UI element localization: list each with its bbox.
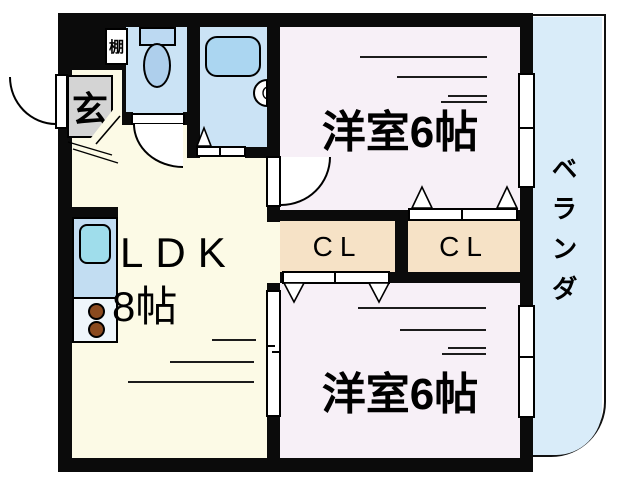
- closet-left-track-tick: [334, 271, 336, 284]
- bathtub-icon: [205, 36, 261, 77]
- sliding-door-tick: [272, 351, 280, 353]
- decor-line: [400, 329, 486, 331]
- bath-door-track: [196, 146, 246, 157]
- wall-toilet-jamb-left: [122, 112, 133, 125]
- wall-central-upper: [267, 13, 280, 158]
- window-bottom-tick: [518, 356, 535, 358]
- bedroom-top-label: 洋室6帖: [321, 108, 479, 157]
- wall-top: [58, 13, 533, 27]
- wall-genkan-south: [58, 207, 118, 217]
- stove-burner-icon: [88, 321, 105, 338]
- veranda: [533, 17, 602, 455]
- window-bottom: [518, 305, 535, 418]
- decor-line: [448, 95, 487, 97]
- wall-toilet-left: [122, 27, 126, 117]
- bedroom-bottom-label: 洋室6帖: [321, 370, 479, 419]
- veranda-label: ベランダ: [548, 155, 578, 315]
- wall-closet-divider: [395, 221, 408, 272]
- shelf-label: 棚: [108, 39, 124, 56]
- shelf-box: 棚: [105, 28, 128, 65]
- wall-central-mid: [267, 206, 280, 222]
- decor-line: [441, 101, 487, 103]
- wall-central-lower-b: [267, 417, 280, 458]
- ldk-size-label: 8帖: [112, 282, 178, 330]
- decor-line: [212, 339, 256, 341]
- entrance-door-swing-icon: [9, 77, 56, 125]
- closet-right-track-tick: [461, 208, 463, 221]
- wall-closet-bottom: [280, 272, 520, 283]
- decor-line: [360, 56, 487, 58]
- window-top-tick: [518, 127, 535, 129]
- wall-toilet-bath-divider: [187, 13, 200, 158]
- closet-right: CL: [408, 221, 520, 272]
- decor-line: [442, 353, 486, 355]
- stove-burner-icon: [88, 303, 105, 320]
- wall-toilet-jamb-right: [183, 112, 187, 125]
- window-top: [518, 73, 535, 188]
- decor-line: [128, 381, 254, 383]
- bath-track-tick: [219, 147, 221, 156]
- wall-bottom: [58, 458, 533, 472]
- sliding-door: [266, 290, 281, 417]
- closet-left-track: [282, 271, 390, 284]
- sliding-door-tick: [267, 345, 275, 347]
- wall-bath-bottom: [245, 147, 280, 158]
- bedroom-bottom: [280, 283, 520, 458]
- closet-right-label: CL: [439, 230, 489, 262]
- wall-closet-top: [280, 210, 520, 221]
- entrance-door-leaf: [55, 74, 68, 129]
- decor-line: [358, 307, 486, 309]
- closet-left: CL: [280, 221, 395, 272]
- wall-left-lower: [58, 128, 72, 458]
- decor-line: [397, 76, 487, 78]
- closet-left-label: CL: [312, 230, 363, 262]
- toilet-bowl-icon: [143, 43, 171, 88]
- ldk-label: LDK: [120, 229, 238, 276]
- decor-line: [170, 361, 254, 363]
- bedroom-door-leaf: [266, 156, 281, 207]
- closet-right-track: [408, 208, 518, 221]
- decor-line: [448, 347, 486, 349]
- kitchen-sink-icon: [79, 224, 111, 264]
- wall-central-lower-a: [267, 283, 280, 290]
